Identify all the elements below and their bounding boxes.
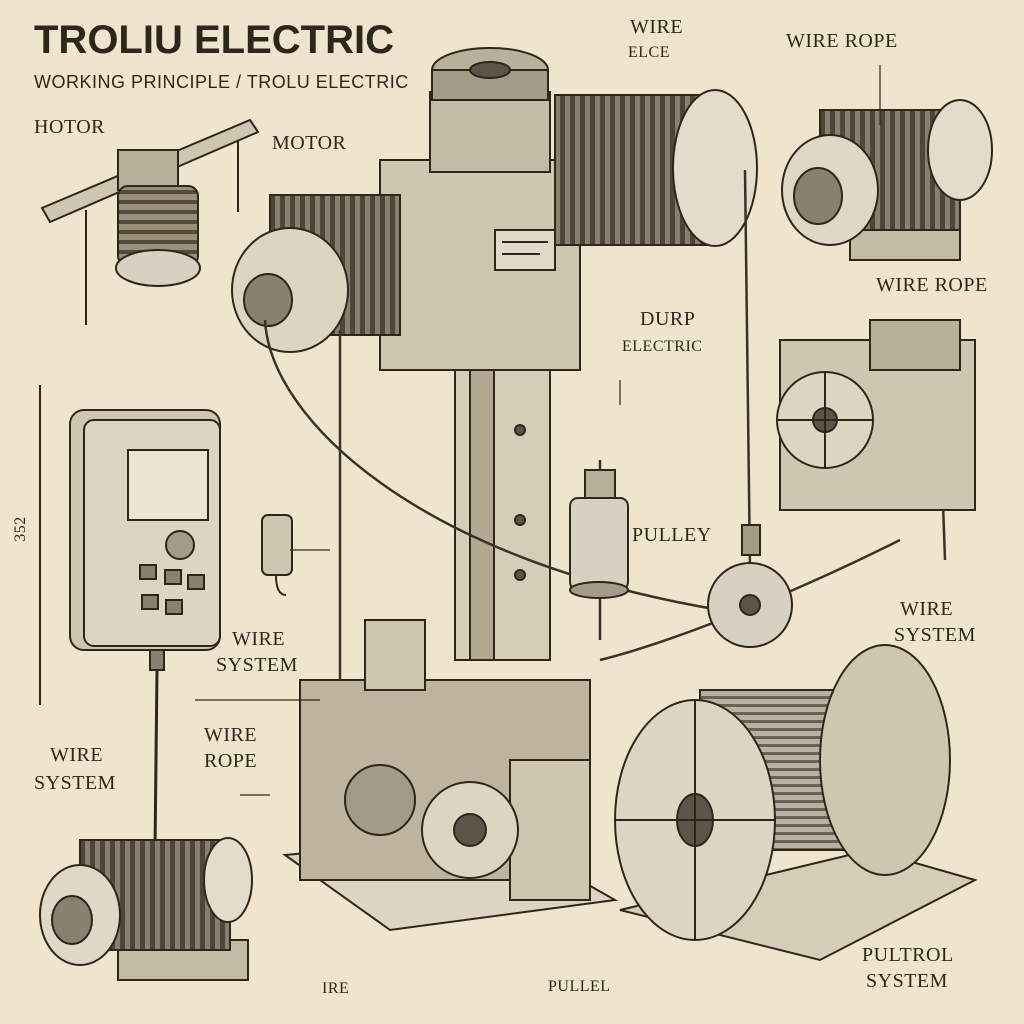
page-subtitle: WORKING PRINCIPLE / TROLU ELECTRIC (34, 72, 409, 92)
leader-lines (195, 65, 881, 796)
label-wire-system-right-1: WIRE (900, 598, 954, 620)
control-box (39, 385, 221, 851)
base-machinery (282, 619, 619, 932)
main-horizontal-motor (231, 89, 758, 353)
label-wire-system-center-2: SYSTEM (216, 654, 298, 676)
label-wire-top-sub: ELCE (628, 44, 670, 61)
label-wire-rope-center-2: ROPE (204, 750, 258, 772)
label-wire-top: WIRE (630, 16, 684, 38)
label-hotor: HOTOR (34, 116, 106, 138)
label-motor: MOTOR (272, 132, 347, 154)
label-pultrol-2: SYSTEM (866, 970, 948, 992)
label-wire-rope-center-1: WIRE (204, 724, 258, 746)
label-wire-system-center-1: WIRE (232, 628, 286, 650)
label-wire-rope-top-right: WIRE ROPE (786, 30, 898, 52)
label-pultrol-1: PULTROL (862, 944, 954, 966)
cable-drum (614, 644, 978, 962)
label-wire-system-left-2: SYSTEM (34, 772, 116, 794)
gearbox-right (776, 319, 976, 511)
label-durp: DURP (640, 308, 696, 330)
label-pulley: PULLEY (632, 524, 712, 546)
page-title: TROLIU ELECTRIC (34, 18, 394, 62)
label-wire-system-left-1: WIRE (50, 744, 104, 766)
hook-small (261, 514, 293, 596)
trolley-motor-sketch (40, 118, 260, 325)
motor-bottom-left (39, 837, 253, 981)
label-wire-system-right-2: SYSTEM (894, 624, 976, 646)
label-ire: IRE (322, 980, 350, 997)
motor-top-right (781, 99, 993, 261)
central-column (379, 47, 581, 661)
label-wire-rope-right: WIRE ROPE (876, 274, 988, 296)
pulley-block (569, 469, 629, 599)
label-dimension: 352 (11, 516, 29, 542)
label-electric: ELECTRIC (622, 338, 703, 355)
label-pullel: PULLEL (548, 978, 611, 995)
sheave-wheel (707, 524, 793, 648)
